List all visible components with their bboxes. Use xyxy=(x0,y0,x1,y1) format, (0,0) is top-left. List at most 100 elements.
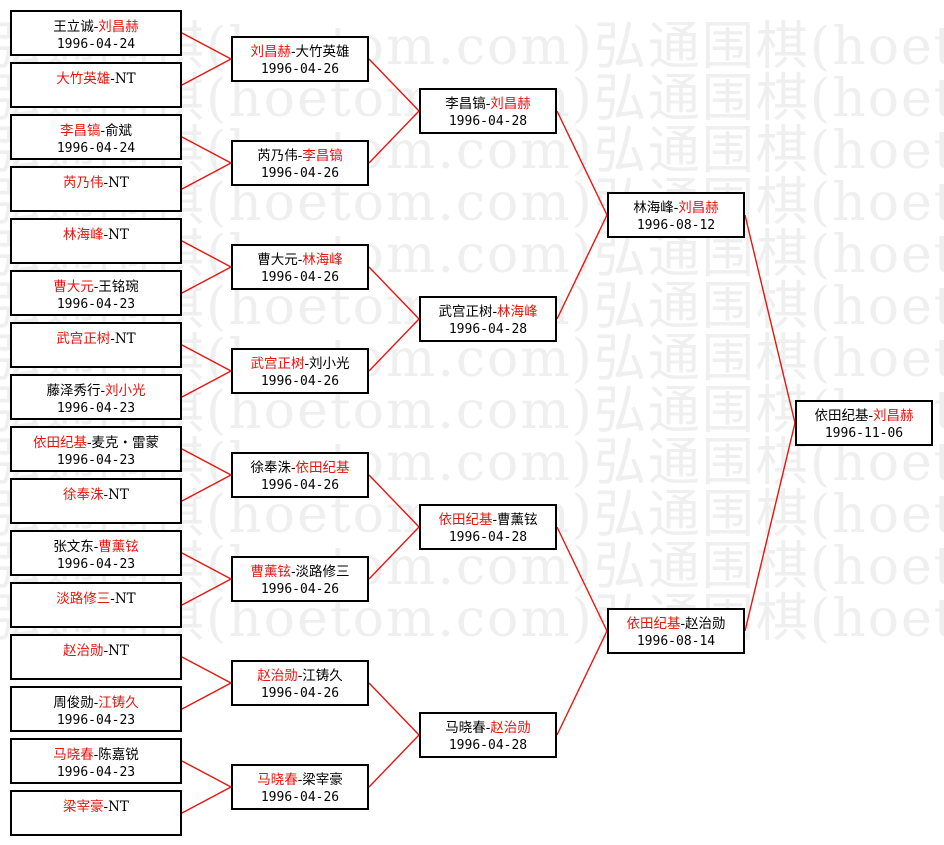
player-name: 淡路修三 xyxy=(295,564,350,580)
match-players: 藤泽秀行-刘小光 xyxy=(12,383,180,400)
match-date: 1996-04-23 xyxy=(56,557,136,572)
player-separator: - xyxy=(100,383,106,399)
player-name: 武宫正树 xyxy=(250,356,305,372)
player-name: NT xyxy=(108,643,129,659)
match-date: 1996-04-28 xyxy=(448,114,528,129)
match-date: 1996-04-24 xyxy=(56,141,136,156)
match-date: 1996-04-28 xyxy=(448,738,528,753)
player-name: 依田纪基 xyxy=(32,435,87,451)
match-players: 武宫正树-刘小光 xyxy=(233,356,367,373)
match-players: 武宫正树-NT xyxy=(12,331,180,348)
match-players: 马晓春-陈嘉锐 xyxy=(12,747,180,764)
match-date: 1996-08-12 xyxy=(636,218,716,233)
connector-line xyxy=(744,214,796,424)
player-separator: - xyxy=(485,96,491,112)
match-players: 张文东-曹薰铉 xyxy=(12,539,180,556)
match-date: 1996-08-14 xyxy=(636,634,716,649)
player-name: 依田纪基 xyxy=(814,408,869,424)
match-players: 马晓春-梁宰豪 xyxy=(233,772,367,789)
connector-line xyxy=(181,448,232,476)
match-players: 依田纪基-麦克・雷蒙 xyxy=(12,435,180,452)
connector-line xyxy=(181,578,232,606)
player-name: NT xyxy=(108,799,129,815)
match-players: 赵治勋-江铸久 xyxy=(233,668,367,685)
match-players: 徐奉洙-NT xyxy=(12,487,180,504)
player-separator: - xyxy=(110,591,115,607)
player-separator: - xyxy=(93,539,99,555)
connector-line xyxy=(368,266,420,320)
player-name: 王立诚 xyxy=(53,19,94,35)
match-box-r1-2: 大竹英雄-NT xyxy=(10,62,182,108)
match-players: 梁宰豪-NT xyxy=(12,799,180,816)
match-players: 依田纪基-曹薰铉 xyxy=(421,512,555,529)
match-date: 1996-04-23 xyxy=(56,765,136,780)
player-name: NT xyxy=(108,227,129,243)
match-players: 王立诚-刘昌赫 xyxy=(12,19,180,36)
connector-line xyxy=(556,630,608,736)
player-name: 刘昌赫 xyxy=(873,408,914,424)
player-name: 林海峰 xyxy=(633,200,674,216)
player-name: NT xyxy=(108,487,129,503)
player-name: 大竹英雄 xyxy=(295,44,350,60)
player-separator: - xyxy=(93,695,99,711)
player-name: 曹薰铉 xyxy=(497,512,538,528)
connector-line xyxy=(181,344,232,372)
player-name: 徐奉洙 xyxy=(250,460,291,476)
match-date: 1996-04-28 xyxy=(448,530,528,545)
player-name: 曹大元 xyxy=(53,279,94,295)
player-name: 林海峰 xyxy=(63,227,104,243)
player-name: 刘昌赫 xyxy=(250,44,291,60)
player-separator: - xyxy=(297,148,303,164)
player-name: 芮乃伟 xyxy=(257,148,298,164)
match-players: 马晓春-赵治勋 xyxy=(421,720,555,737)
player-separator: - xyxy=(103,175,109,191)
match-players: 李昌镐-俞斌 xyxy=(12,123,180,140)
player-separator: - xyxy=(868,408,874,424)
match-date: 1996-04-23 xyxy=(56,297,136,312)
connector-line xyxy=(556,110,608,216)
player-separator: - xyxy=(103,799,109,815)
connector-line xyxy=(181,786,232,814)
player-separator: - xyxy=(290,564,296,580)
player-name: 马晓春 xyxy=(257,772,298,788)
connector-line xyxy=(368,526,420,580)
connector-line xyxy=(368,734,420,788)
player-name: 曹薰铉 xyxy=(98,539,139,555)
connector-line xyxy=(181,162,232,190)
player-name: NT xyxy=(114,331,136,347)
match-date: 1996-04-23 xyxy=(56,713,136,728)
player-separator: - xyxy=(110,71,115,87)
player-name: 李昌镐 xyxy=(445,96,486,112)
player-separator: - xyxy=(297,252,303,268)
connector-line xyxy=(181,370,232,398)
match-date: 1996-11-06 xyxy=(824,426,904,441)
match-players: 曹薰铉-淡路修三 xyxy=(233,564,367,581)
match-date: 1996-04-26 xyxy=(260,270,340,285)
match-date: 1996-04-24 xyxy=(56,37,136,52)
connector-line xyxy=(368,58,420,112)
player-separator: - xyxy=(93,279,99,295)
player-name: 李昌镐 xyxy=(59,123,101,139)
connector-line xyxy=(368,474,420,528)
player-name: 刘小光 xyxy=(105,383,146,399)
connector-line xyxy=(181,474,232,502)
player-separator: - xyxy=(93,19,99,35)
player-separator: - xyxy=(103,487,109,503)
connector-line xyxy=(368,682,420,736)
player-name: 李昌镐 xyxy=(302,148,343,164)
match-box-r1-7: 武宫正树-NT xyxy=(10,322,182,368)
match-date: 1996-04-26 xyxy=(260,166,340,181)
match-players: 徐奉洙-依田纪基 xyxy=(233,460,367,477)
match-players: 林海峰-刘昌赫 xyxy=(609,200,743,217)
player-name: 张文东 xyxy=(53,539,94,555)
player-name: 俞斌 xyxy=(105,123,133,139)
match-date: 1996-04-26 xyxy=(260,582,340,597)
player-name: 林海峰 xyxy=(302,252,343,268)
